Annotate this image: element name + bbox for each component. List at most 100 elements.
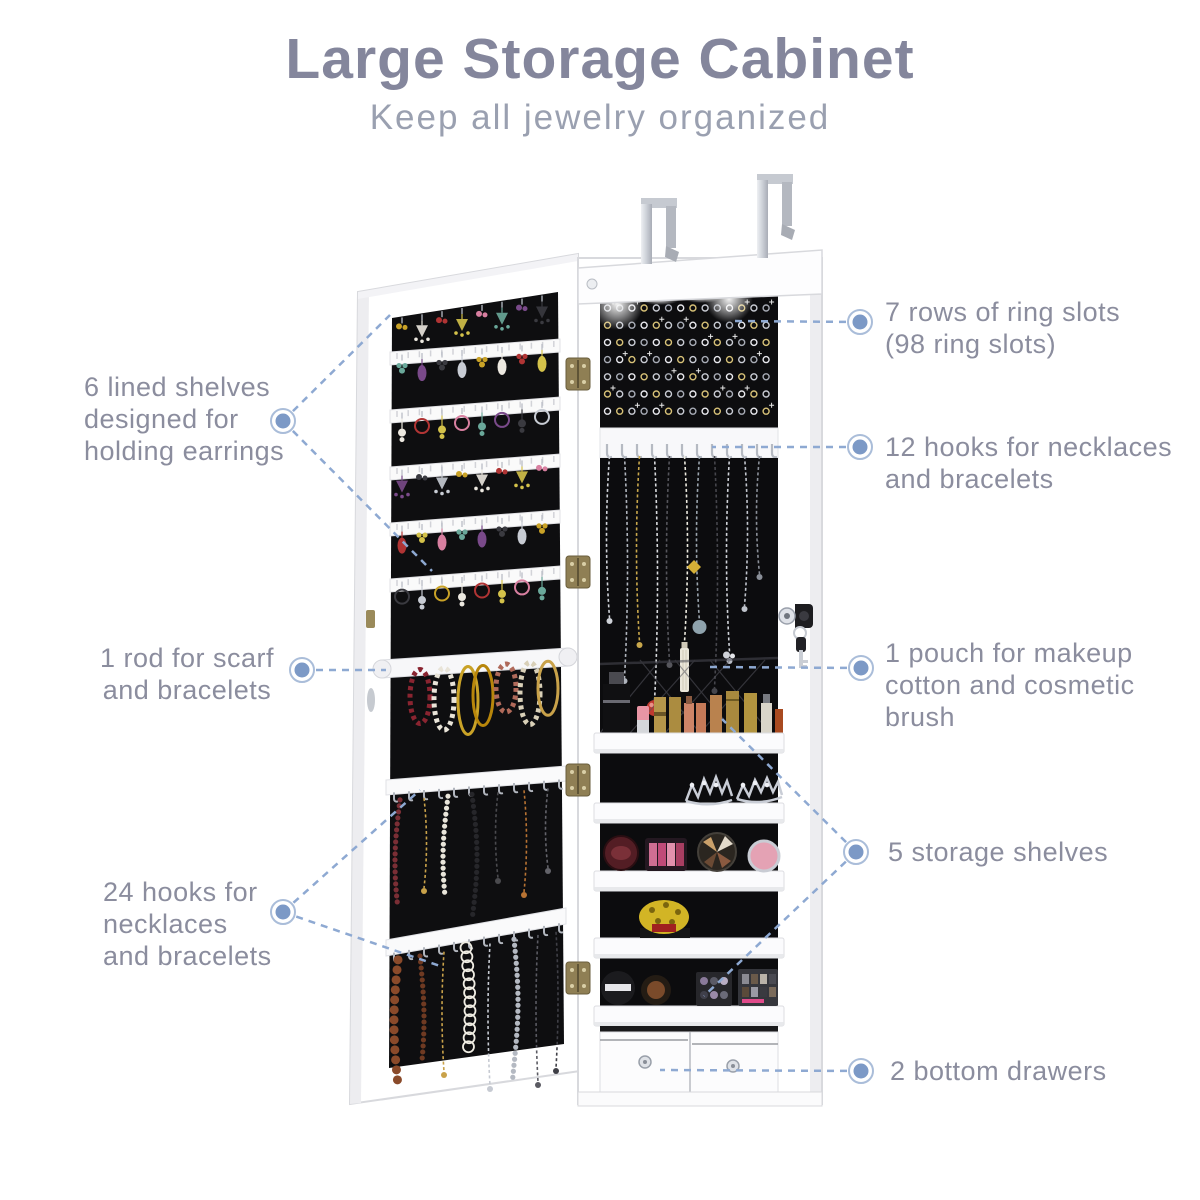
over-door-hook-icon bbox=[757, 174, 795, 258]
callout-line-storage-shelves bbox=[703, 860, 847, 997]
cabinet-hooks bbox=[605, 444, 778, 459]
ring-slot bbox=[677, 390, 685, 398]
necklace-bead bbox=[420, 989, 426, 995]
necklace-hook-icon bbox=[755, 444, 763, 459]
callout-line-door-hooks bbox=[292, 789, 421, 904]
necklace-bead bbox=[395, 809, 402, 815]
necklace-chain bbox=[725, 455, 731, 653]
necklace-bead bbox=[463, 995, 477, 1009]
bracelet bbox=[431, 665, 457, 733]
page-subtitle: Keep all jewelry organized bbox=[369, 98, 831, 137]
callout-line-door-hooks bbox=[295, 915, 441, 968]
ring-slot bbox=[701, 338, 709, 347]
ring-slot bbox=[750, 390, 758, 398]
earring-shelf-bars bbox=[389, 338, 561, 593]
pendant bbox=[441, 1072, 447, 1078]
scarf-rod-marker-icon bbox=[289, 657, 315, 683]
callout-line-storage-shelves bbox=[721, 718, 847, 844]
earring-shelves-marker-icon bbox=[270, 408, 296, 434]
ring-slot bbox=[713, 373, 721, 381]
necklace-hook-icon bbox=[513, 783, 519, 794]
necklace-bead bbox=[393, 827, 400, 833]
necklace-chain bbox=[605, 455, 611, 619]
door-top-bevel bbox=[358, 254, 578, 299]
callout-line-earring-shelves bbox=[292, 314, 391, 413]
ring-slot bbox=[603, 390, 612, 398]
necklace-bead bbox=[513, 960, 519, 966]
ring-slot bbox=[738, 373, 746, 381]
cosmetics-row-1 bbox=[603, 672, 783, 733]
ring-slot bbox=[750, 373, 758, 381]
hook-bar bbox=[385, 907, 567, 957]
pendant bbox=[666, 662, 673, 668]
necklace-chain bbox=[487, 943, 491, 1087]
necklace-chain bbox=[535, 934, 539, 1083]
necklace-bead bbox=[474, 869, 480, 875]
necklace-bead bbox=[472, 887, 478, 893]
necklace-bead bbox=[389, 1025, 399, 1035]
ring-slot bbox=[664, 321, 673, 329]
cabinet-side-shade bbox=[810, 260, 821, 1103]
pendant bbox=[756, 574, 763, 580]
necklace-hook-icon bbox=[725, 444, 733, 459]
necklace-bead bbox=[462, 968, 475, 982]
ring-slot bbox=[603, 373, 612, 381]
necklace-bead bbox=[463, 1004, 477, 1018]
ring-slot bbox=[616, 355, 624, 364]
ring-slot bbox=[664, 373, 673, 381]
bracelet bbox=[536, 659, 560, 717]
ring-slot bbox=[628, 373, 636, 381]
ring-slot bbox=[713, 355, 721, 364]
necklace-bead bbox=[440, 853, 446, 859]
pendant bbox=[606, 618, 613, 624]
necklace-bead bbox=[421, 1025, 427, 1031]
ring-slot bbox=[603, 338, 612, 347]
pendant-ball bbox=[692, 620, 707, 634]
ring-slot bbox=[640, 373, 648, 381]
ring-slot bbox=[725, 407, 734, 415]
necklace-bead bbox=[443, 811, 449, 817]
necklace-bead bbox=[392, 851, 398, 857]
necklace-bead bbox=[514, 966, 520, 972]
necklace-bead bbox=[390, 995, 400, 1005]
touch-sensor-icon bbox=[586, 278, 598, 290]
necklace-bead bbox=[441, 877, 447, 883]
ring-slot bbox=[750, 355, 758, 364]
ring-slot bbox=[628, 355, 636, 364]
necklace-bead bbox=[390, 985, 400, 995]
necklace-hook-icon bbox=[498, 784, 504, 795]
ring-slot bbox=[616, 373, 624, 381]
ring-slot bbox=[701, 390, 709, 398]
necklace-bead bbox=[442, 817, 448, 823]
ring-slot bbox=[738, 390, 746, 398]
necklace-hook-icon bbox=[695, 444, 703, 459]
necklace-hook-icon bbox=[710, 444, 718, 459]
over-door-hook-icon bbox=[641, 198, 679, 264]
necklace-bead bbox=[471, 899, 477, 905]
hinge-icon bbox=[565, 763, 591, 797]
necklace-bead bbox=[515, 984, 521, 990]
necklace-bead bbox=[463, 986, 477, 1000]
hinge-icon bbox=[565, 961, 591, 995]
hinges bbox=[565, 357, 591, 995]
necklace-chain bbox=[494, 792, 499, 879]
necklace-bead bbox=[473, 881, 479, 887]
ring-slot bbox=[762, 407, 770, 415]
ring-slot bbox=[628, 338, 636, 347]
necklace-bead bbox=[392, 965, 402, 975]
necklace-bead bbox=[515, 990, 521, 996]
ring-slot bbox=[652, 355, 660, 364]
necklace-bead bbox=[462, 1040, 475, 1054]
necklace-bead bbox=[393, 887, 399, 893]
necklace-bead bbox=[511, 936, 517, 942]
ring-slot bbox=[762, 338, 770, 347]
necklace-bead bbox=[390, 1045, 400, 1055]
callout-door-hooks: 24 hooks for necklaces and bracelets bbox=[103, 877, 272, 971]
ring-slots-marker-icon bbox=[847, 309, 873, 335]
ring-slot bbox=[713, 338, 721, 347]
ring-slot bbox=[640, 407, 648, 415]
necklace-hook-icon bbox=[740, 444, 748, 459]
necklace-bead bbox=[511, 1062, 517, 1068]
necklace-bead bbox=[474, 845, 480, 851]
